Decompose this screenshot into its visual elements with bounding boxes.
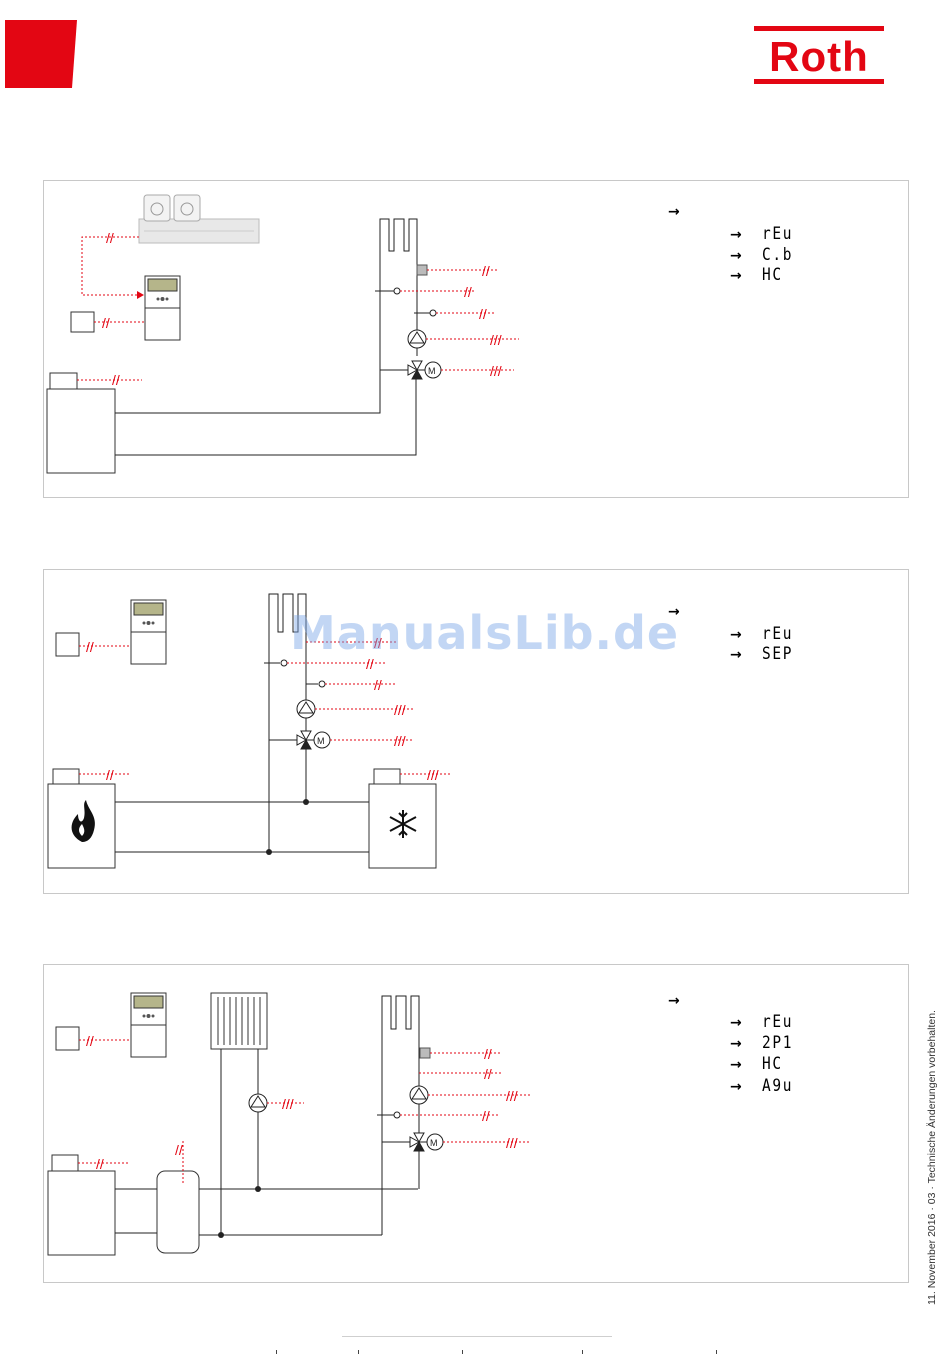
svg-text:M: M <box>430 1138 438 1148</box>
svg-text://: // <box>464 284 472 300</box>
controller-icon <box>131 600 166 664</box>
arrow-right-icon: → <box>730 248 748 264</box>
svg-text://: // <box>86 639 94 655</box>
arrow-right-icon: → <box>730 268 748 284</box>
code-value: 2P1 <box>762 1033 793 1053</box>
code-value: rEu <box>762 1012 793 1032</box>
revision-note: 11. November 2016 · 03 · Technische Ände… <box>926 965 938 1305</box>
svg-text://: // <box>482 1108 490 1124</box>
arrow-right-icon: → <box>668 204 686 220</box>
svg-text://: // <box>86 1033 94 1049</box>
footer-tick <box>462 1350 463 1354</box>
footer-tick <box>358 1350 359 1354</box>
arrow-right-icon: → <box>730 1036 748 1052</box>
svg-text://: // <box>102 315 110 331</box>
code-row: → rEu <box>730 624 799 644</box>
svg-text://: // <box>96 1156 104 1172</box>
code-value: A9u <box>762 1076 793 1096</box>
footer-tick <box>582 1350 583 1354</box>
code-row: → 2P1 <box>730 1033 799 1053</box>
radiator-icon <box>211 993 267 1049</box>
code-row: → rEu <box>730 224 799 244</box>
code-list-3: → → rEu → 2P1 → HC → A9u <box>668 992 848 1102</box>
code-row: → <box>668 203 700 223</box>
watermark: ManualsLib.de <box>290 606 679 660</box>
code-row: → rEu <box>730 1012 799 1032</box>
code-row: → <box>668 992 700 1012</box>
room-thermostat-icon <box>139 195 259 243</box>
code-list-2: → → rEu → SEP <box>668 603 848 673</box>
logo-text: Roth <box>752 36 886 78</box>
pump-icon <box>410 1086 428 1104</box>
controller-icon <box>131 993 166 1057</box>
svg-text://: // <box>479 306 487 322</box>
svg-text:///: /// <box>394 733 406 749</box>
arrow-right-icon: → <box>730 647 748 663</box>
svg-text:///: /// <box>282 1096 294 1112</box>
arrow-right-icon: → <box>730 1015 748 1031</box>
svg-text://: // <box>175 1142 183 1158</box>
svg-text:///: /// <box>490 363 502 379</box>
code-list-1: → → rEu → C.b → HC <box>668 203 848 293</box>
code-value: rEu <box>762 624 793 644</box>
arrow-right-icon: → <box>668 993 686 1009</box>
svg-text:///: /// <box>427 767 439 783</box>
pump-icon <box>408 330 426 348</box>
svg-text:M: M <box>428 366 436 376</box>
corner-tab <box>5 20 77 88</box>
footer-tick <box>276 1350 277 1354</box>
svg-text://: // <box>106 767 114 783</box>
arrow-right-icon: → <box>730 1057 748 1073</box>
roth-logo: Roth <box>752 24 886 86</box>
arrow-right-icon: → <box>730 1079 748 1095</box>
code-row: → HC <box>730 1054 787 1074</box>
svg-text://: // <box>484 1046 492 1062</box>
code-row: → A9u <box>730 1076 799 1096</box>
svg-text:///: /// <box>490 332 502 348</box>
code-value: HC <box>762 265 783 285</box>
code-row: → HC <box>730 265 787 285</box>
svg-text:///: /// <box>506 1088 518 1104</box>
code-value: SEP <box>762 644 793 664</box>
footer-divider <box>342 1336 612 1337</box>
code-row: → C.b <box>730 245 799 265</box>
svg-text:M: M <box>317 736 325 746</box>
svg-text://: // <box>106 230 114 246</box>
code-value: rEu <box>762 224 793 244</box>
svg-text:///: /// <box>394 702 406 718</box>
svg-text:///: /// <box>506 1135 518 1151</box>
footer-tick <box>716 1350 717 1354</box>
controller-icon <box>145 276 180 340</box>
code-value: HC <box>762 1054 783 1074</box>
arrow-right-icon: → <box>730 627 748 643</box>
pump-icon <box>249 1094 267 1112</box>
svg-text://: // <box>484 1066 492 1082</box>
svg-text://: // <box>482 263 490 279</box>
arrow-right-icon: → <box>730 227 748 243</box>
pump-icon <box>297 700 315 718</box>
code-row: → SEP <box>730 644 799 664</box>
svg-text://: // <box>374 677 382 693</box>
svg-text://: // <box>112 372 120 388</box>
code-value: C.b <box>762 245 793 265</box>
